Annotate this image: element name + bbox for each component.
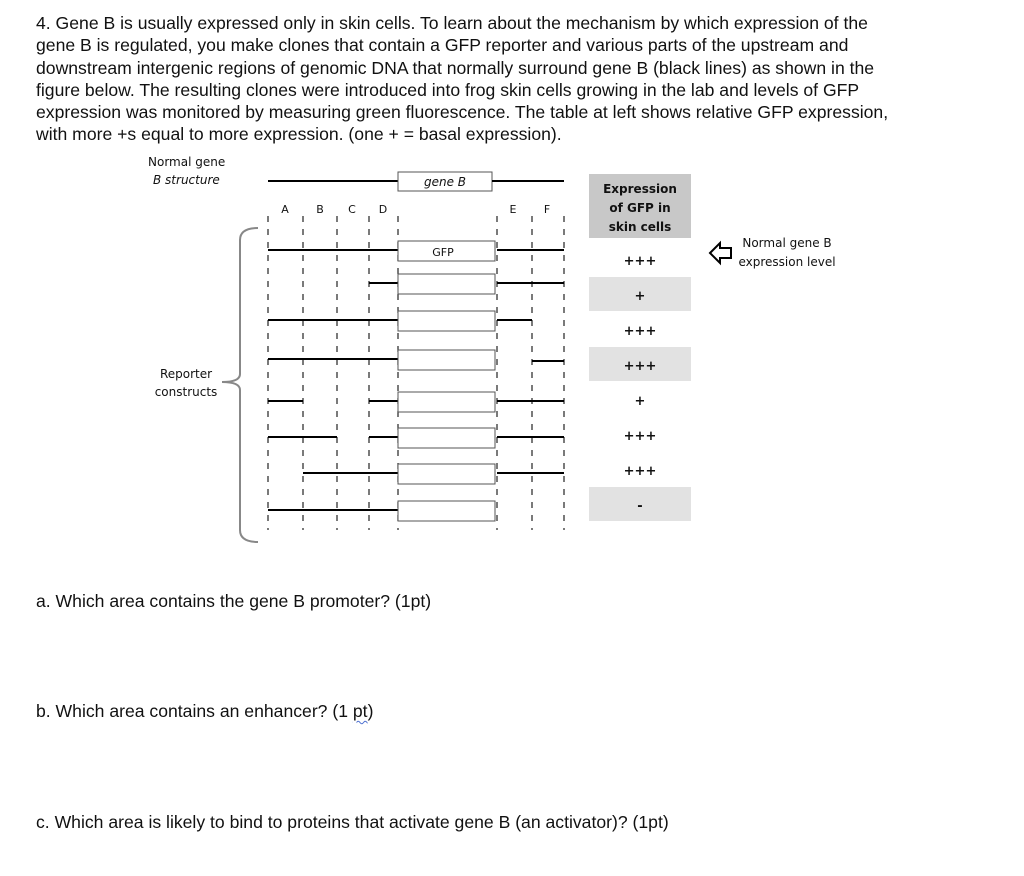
expression-level: + xyxy=(635,394,646,409)
expression-level: +++ xyxy=(624,254,657,269)
intro-line: downstream intergenic regions of genomic… xyxy=(36,57,875,78)
region-letter-d: D xyxy=(379,203,387,216)
reporter-label: Reporter xyxy=(160,367,212,381)
table-header-cell xyxy=(589,174,691,238)
normal-gene-label: Normal gene xyxy=(148,155,225,169)
question-b-end: ) xyxy=(367,701,374,721)
table-header-text: Expression xyxy=(603,182,677,196)
region-letter-f: F xyxy=(544,203,550,216)
expression-level: +++ xyxy=(624,324,657,339)
question-b: b. Which area contains an enhancer? (1 p… xyxy=(36,701,373,722)
question-c: c. Which area is likely to bind to prote… xyxy=(36,812,669,832)
gfp-box xyxy=(397,349,496,371)
arrow-note-line: Normal gene B xyxy=(742,236,831,250)
gfp-box xyxy=(397,273,496,295)
region-boundary-guides xyxy=(267,216,565,530)
region-letter-c: C xyxy=(348,203,356,216)
reporter-label: constructs xyxy=(155,385,218,399)
gfp-box-label: GFP xyxy=(432,246,454,259)
table-shaded-cell xyxy=(589,277,691,311)
gfp-box xyxy=(397,500,496,522)
table-header-text: skin cells xyxy=(609,220,672,234)
table-shaded-cell xyxy=(589,487,691,521)
intro-line: figure below. The resulting clones were … xyxy=(36,79,860,100)
gene-b-box-label: gene B xyxy=(424,175,466,189)
gfp-box xyxy=(397,310,496,332)
reporter-bracket xyxy=(221,227,259,543)
left-arrow-icon xyxy=(708,240,732,266)
expression-level: +++ xyxy=(624,464,657,479)
intro-line: 4. Gene B is usually expressed only in s… xyxy=(36,13,868,33)
gfp-box xyxy=(397,240,496,262)
question-b-text: b. Which area contains an enhancer? (1 xyxy=(36,701,353,721)
gfp-box xyxy=(397,391,496,413)
intro-line: gene B is regulated, you make clones tha… xyxy=(36,35,849,56)
region-letter-e: E xyxy=(510,203,517,216)
region-letter-a: A xyxy=(281,203,289,216)
reporter-constructs: GFP xyxy=(268,240,564,522)
question-a: a. Which area contains the gene B promot… xyxy=(36,591,432,611)
expression-level: + xyxy=(635,289,646,304)
expression-level: +++ xyxy=(624,359,657,374)
spellcheck-mark: pt xyxy=(352,701,368,721)
question-intro: 4. Gene B is usually expressed only in s… xyxy=(36,12,996,146)
table-header-text: of GFP in xyxy=(609,201,670,215)
arrow-note: Normal gene B xyxy=(742,236,831,250)
table-shaded-cell xyxy=(589,347,691,381)
intro-line: with more +s equal to more expression. (… xyxy=(36,124,562,145)
arrow-note-line: expression level xyxy=(738,255,835,269)
gfp-box xyxy=(397,463,496,485)
intro-line: expression was monitored by measuring gr… xyxy=(36,102,889,123)
region-letter-b: B xyxy=(316,203,324,216)
normal-gene-label: B structure xyxy=(153,173,220,187)
expression-level: +++ xyxy=(624,429,657,444)
gfp-box xyxy=(397,427,496,449)
expression-level: - xyxy=(637,499,642,514)
